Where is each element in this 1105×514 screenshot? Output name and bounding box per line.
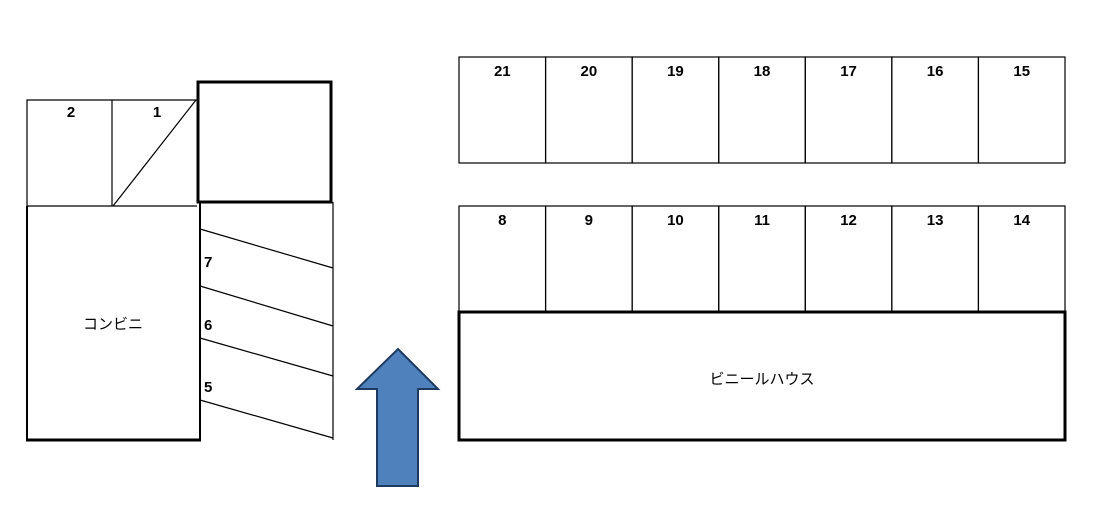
slot-number: 13 [927, 212, 944, 229]
slot-number: 18 [754, 63, 771, 80]
slot-number: 11 [754, 212, 770, 229]
slot-line [199, 337, 334, 377]
greenhouse-label: ビニールハウス [709, 370, 814, 388]
slot-number: 20 [581, 63, 598, 80]
slot-number: 12 [840, 212, 857, 229]
store-label: コンビニ [83, 315, 143, 333]
entrance-arrow-icon [354, 347, 441, 487]
slot-number: 14 [1013, 212, 1030, 229]
middle-slot-row: 8 9 10 11 12 13 14 [458, 205, 1066, 313]
slot-number: 17 [840, 63, 857, 80]
slot-number: 21 [494, 63, 511, 80]
slot-number-2: 2 [67, 104, 75, 121]
top-left-slots [26, 99, 197, 207]
side-slots [199, 202, 334, 440]
slot-1-diagonal [112, 99, 197, 207]
slot-number: 15 [1013, 63, 1030, 80]
slot-line [199, 399, 334, 439]
slot-number-5: 5 [204, 379, 212, 396]
convenience-store: コンビニ [26, 202, 201, 442]
slot-line [199, 228, 334, 269]
parking-slot [977, 56, 1066, 164]
slot-row-outline [26, 99, 197, 206]
slot-number-6: 6 [204, 317, 212, 334]
building-box [196, 80, 333, 204]
slot-number: 16 [927, 63, 944, 80]
greenhouse: ビニールハウス [457, 310, 1067, 442]
slot-number: 9 [585, 212, 593, 229]
slot-number: 10 [667, 212, 684, 229]
slot-number: 8 [498, 212, 506, 229]
slot-line [199, 285, 334, 327]
slot-number: 19 [667, 63, 684, 80]
slot-number-1: 1 [153, 104, 161, 121]
top-slot-row: 21 20 19 18 17 16 15 [458, 56, 1066, 164]
slot-number-7: 7 [204, 254, 212, 271]
